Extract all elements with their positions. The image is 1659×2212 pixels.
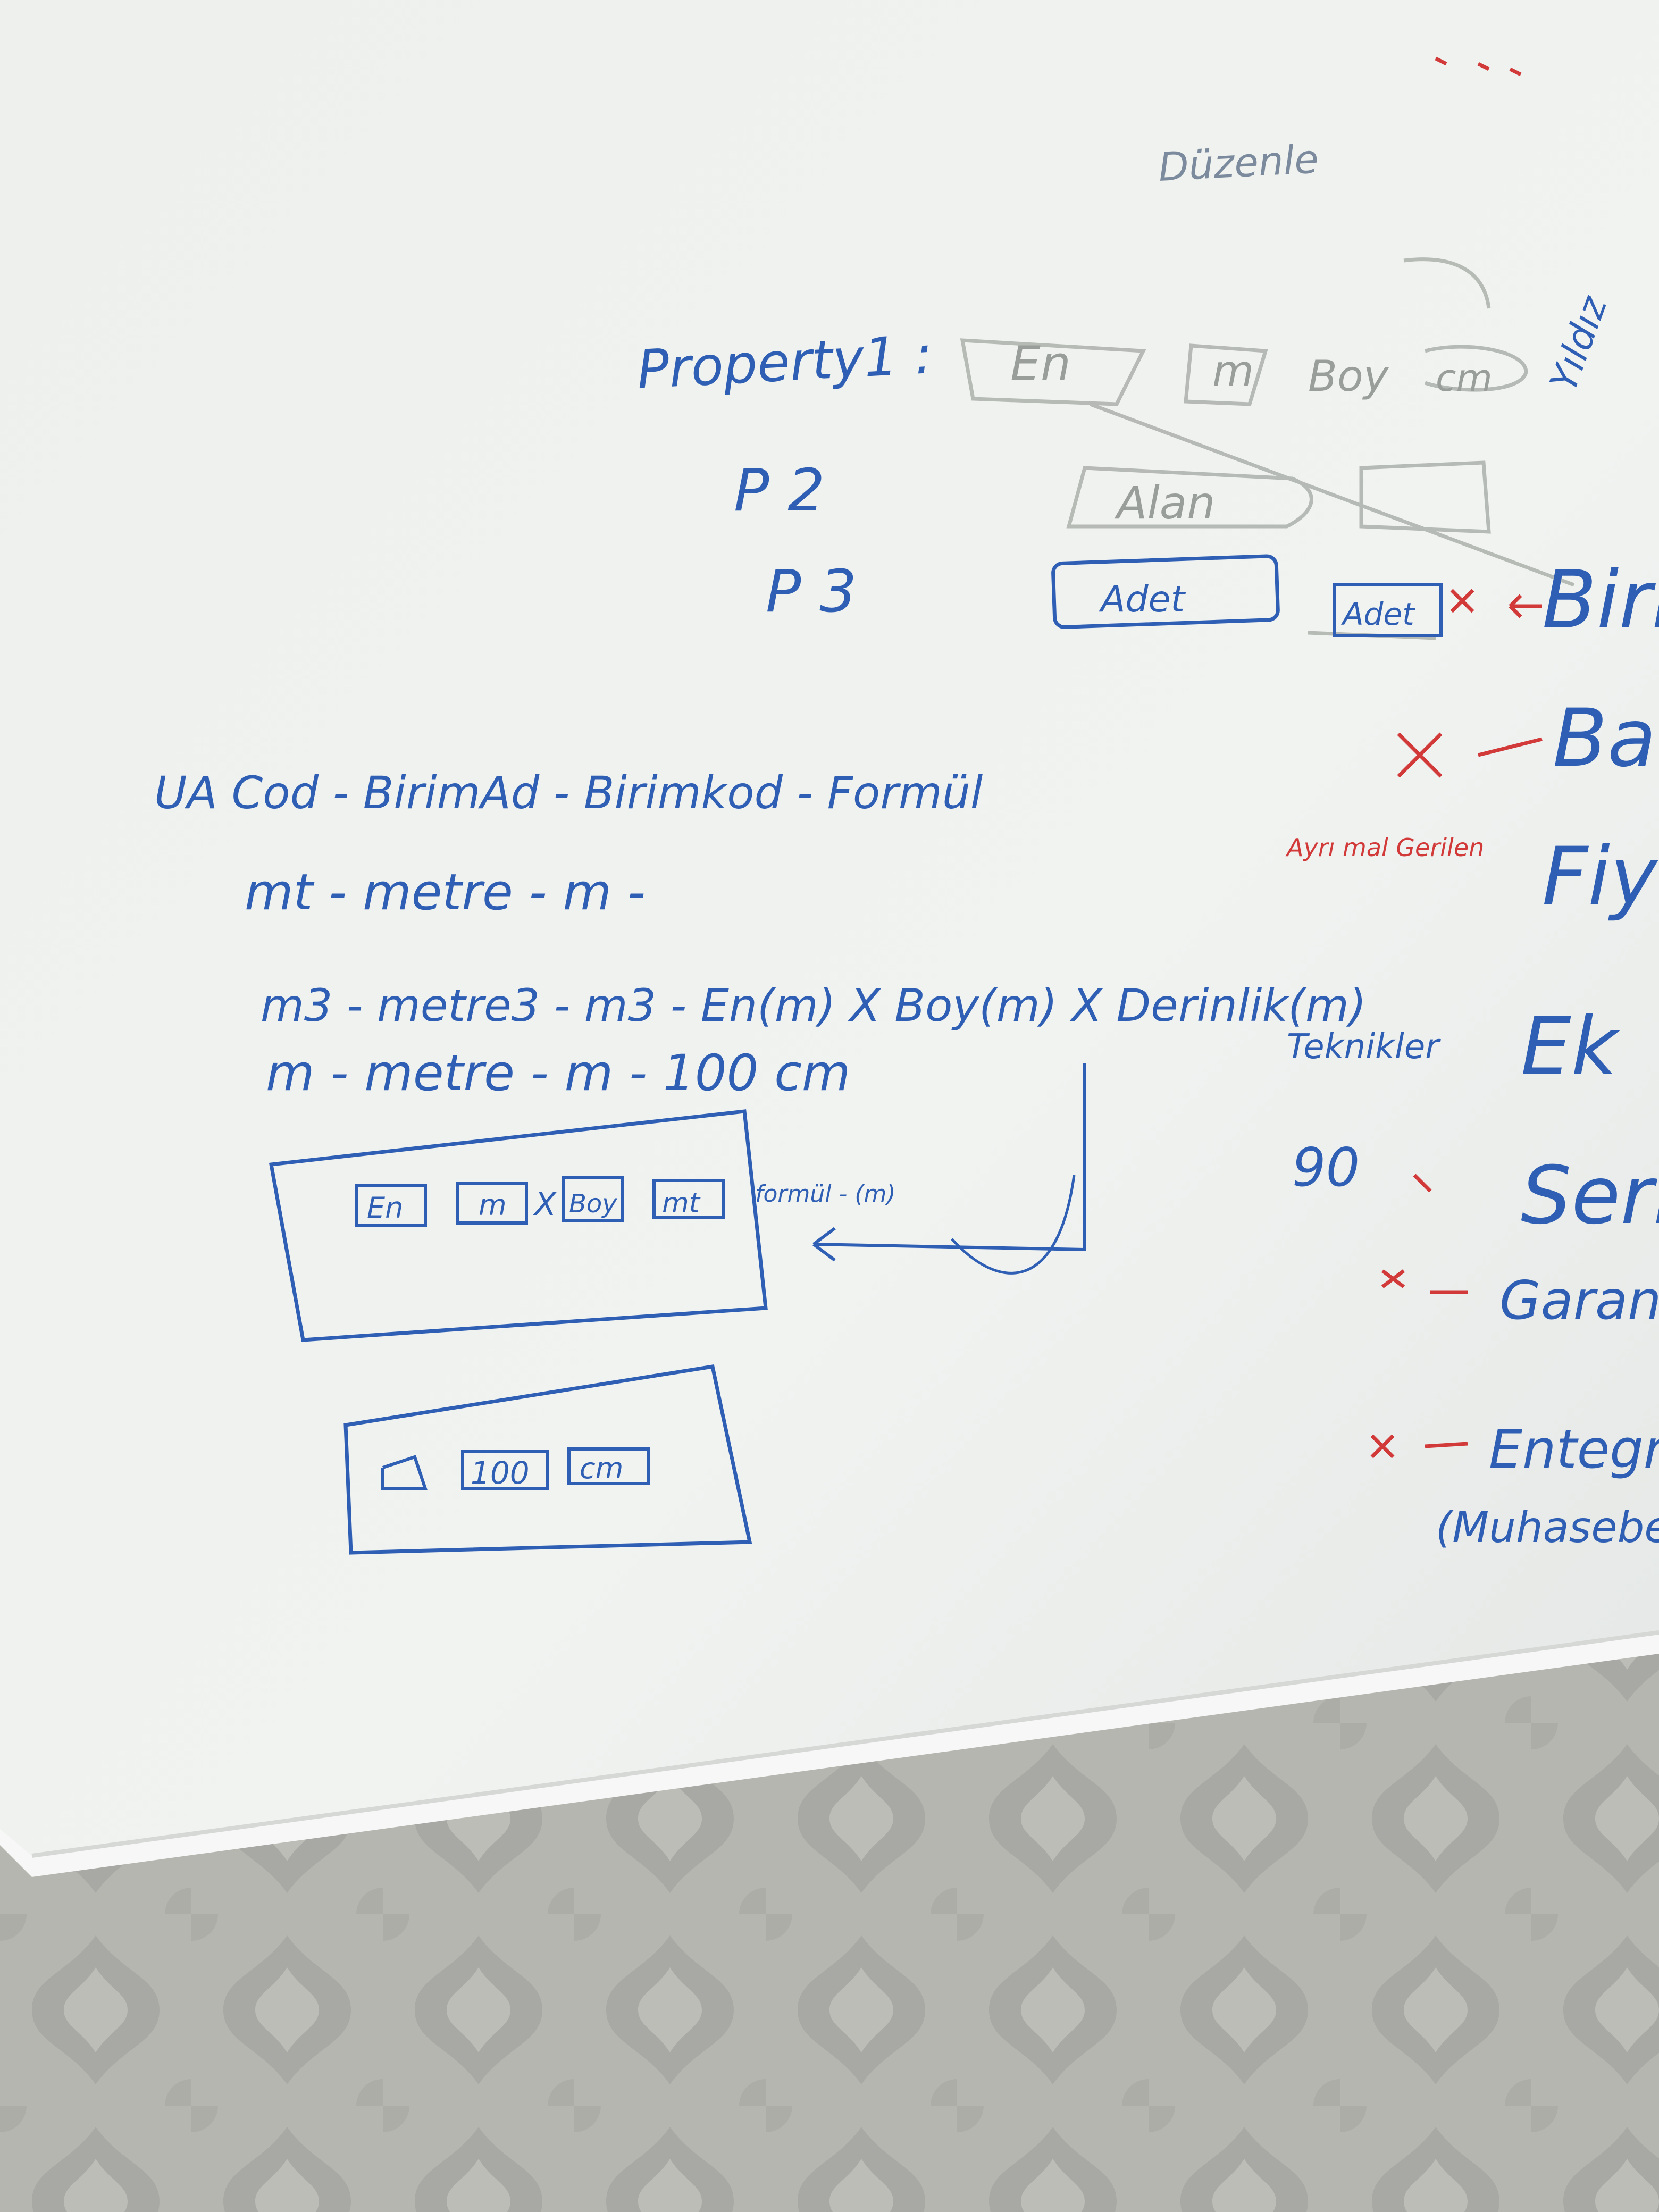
right-entegrasyon: Entegra [1489,1418,1659,1480]
right-column: Birim Bar Ayrı mal Gerilen Fiyat Teknikl… [1285,554,1659,1552]
table-row-2: m3 - metre3 - m3 - En(m) X Boy(m) X Deri… [261,979,1367,1032]
p3-label: P 3 [766,557,857,625]
formula-note: formül - (m) [755,1180,896,1208]
formula-en: En [367,1191,403,1225]
p2-label: P 2 [734,456,825,524]
property-boy: Boy [1308,351,1389,401]
value-box-unit: cm [580,1452,623,1485]
right-barkod: Bar [1553,692,1659,785]
formula-box: En m X Boy mt formül - (m) [269,1063,1086,1342]
red-marks [1370,56,1543,1459]
table-row-3: m - metre - m - 100 cm [266,1044,850,1102]
right-ninety: 90 [1292,1136,1360,1199]
right-muhasebe: (Muhasebe [1436,1503,1659,1552]
right-birim: Birim [1542,554,1659,647]
p3-box-text: Adet [1099,579,1186,621]
table-row-1: mt - metre - m - [245,864,646,921]
property-en: En [1010,336,1071,392]
formula-boy: Boy [569,1189,617,1219]
formula-mt: mt [662,1187,701,1219]
right-teknik: Teknikler [1287,1027,1441,1067]
p3-box2-text: Adet [1340,596,1415,632]
value-box-number: 100 [471,1455,530,1491]
p3-box [1051,554,1280,629]
property-m: m [1212,346,1254,396]
right-ek: Ek [1521,1001,1620,1093]
p2-box-text: Alan [1114,477,1216,529]
formula-m: m [479,1188,507,1222]
property-label: Property1 : [635,323,934,401]
erased-traces [960,257,1575,640]
p3-box2 [1333,583,1443,637]
heading: Düzenle [1157,136,1319,190]
formula-x: X [533,1186,557,1223]
right-fiyat: Fiyat [1542,831,1659,923]
property-cm: cm [1436,356,1493,400]
right-ayrimal: Ayrı mal Gerilen [1285,833,1484,862]
right-seri: Seri [1521,1150,1659,1242]
right-garanti: Garant [1499,1269,1659,1331]
table-header: UA Cod - BirimAd - Birimkod - Formül [154,767,983,819]
whiteboard-surface [0,0,1659,1856]
value-box: 100 cm [343,1364,752,1555]
